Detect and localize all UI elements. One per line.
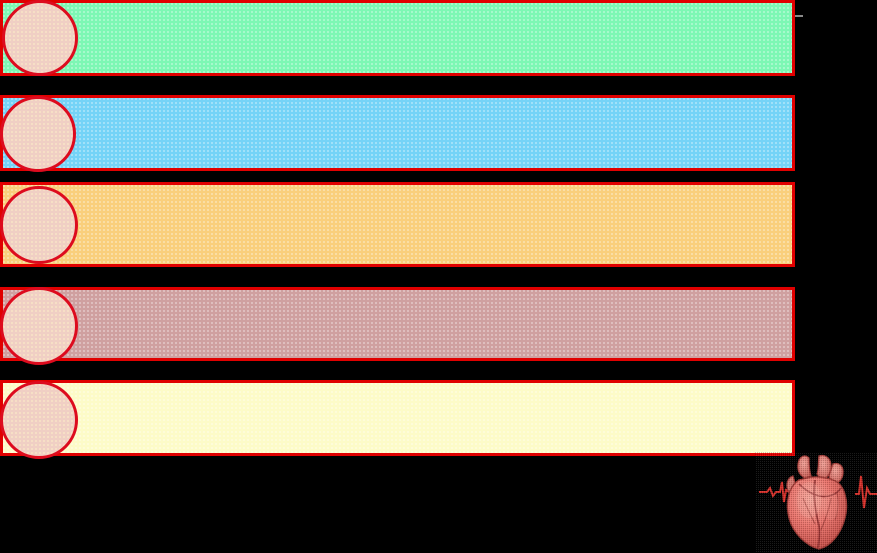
heart-dither-overlay [755,452,877,553]
bar-row-1[interactable] [0,0,795,76]
bar-row-3[interactable] [0,182,795,267]
circle-marker-3[interactable] [0,186,78,264]
bar-texture-2 [3,98,792,168]
tick-mark-icon [795,15,803,17]
bar-row-4[interactable] [0,287,795,361]
bar-texture-3 [3,185,792,264]
circle-marker-2[interactable] [0,96,76,172]
bar-row-2[interactable] [0,95,795,171]
circle-marker-1[interactable] [2,0,78,76]
bar-texture-1 [3,3,792,73]
bar-texture-4 [3,290,792,358]
bar-row-5[interactable] [0,380,795,456]
heart-graphic-group [755,452,877,553]
circle-marker-4[interactable] [0,287,78,365]
bar-texture-5 [3,383,792,453]
circle-marker-5[interactable] [0,381,78,459]
